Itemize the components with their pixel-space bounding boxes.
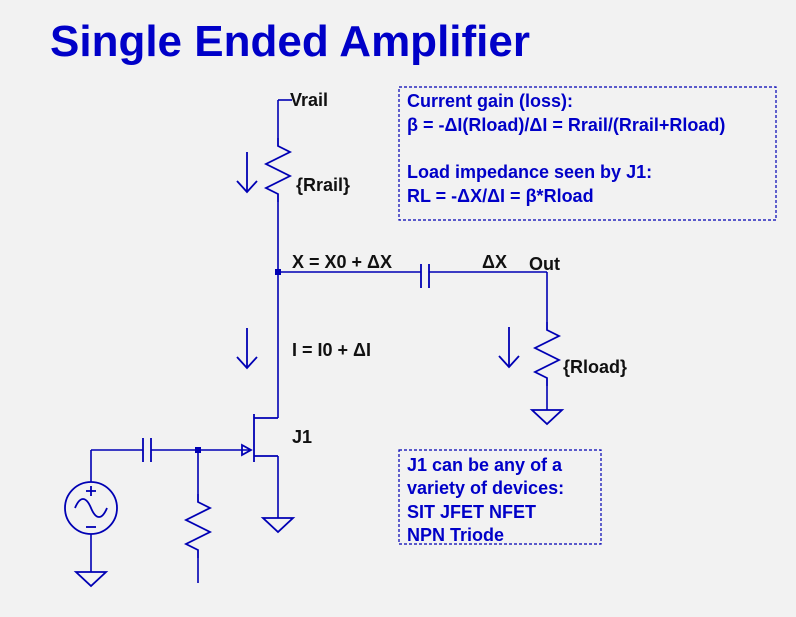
devices-note-line-4: NPN Triode: [407, 525, 504, 545]
drain-current-arrow: [236, 328, 258, 370]
j1-transistor-icon: [241, 414, 278, 462]
rload-ground-icon: [529, 409, 565, 426]
delta-x-label: ΔX: [482, 252, 507, 272]
gate-resistor: [183, 494, 213, 558]
gain-note-line-4: Load impedance seen by J1:: [407, 162, 652, 182]
rload-resistor: [532, 322, 562, 386]
gain-note-line-5: RL = -ΔX/ΔI = β*Rload: [407, 186, 594, 206]
rrail-resistor: [263, 138, 293, 202]
rrail-current-arrow: [236, 152, 258, 194]
current-label: I = I0 + ΔI: [292, 340, 371, 360]
node-x-label: X = X0 + ΔX: [292, 252, 392, 272]
j1-label: J1: [292, 427, 312, 447]
gain-note-line-2: β = -ΔI(Rload)/ΔI = Rrail/(Rrail+Rload): [407, 115, 725, 135]
vrail-label: Vrail: [290, 90, 328, 110]
gain-note-line-1: Current gain (loss):: [407, 91, 573, 111]
output-coupling-capacitor: [420, 264, 430, 288]
ac-ground-icon: [73, 571, 109, 588]
rload-label: {Rload}: [563, 357, 627, 377]
source-ground-icon: [260, 517, 296, 534]
page-title: Single Ended Amplifier: [50, 17, 530, 66]
input-coupling-capacitor: [142, 438, 152, 462]
devices-note-line-3: SIT JFET NFET: [407, 502, 536, 522]
devices-note-line-1: J1 can be any of a: [407, 455, 563, 475]
out-label: Out: [529, 254, 560, 274]
rrail-label: {Rrail}: [296, 175, 350, 195]
rload-current-arrow: [498, 327, 520, 369]
devices-note-box: [398, 449, 602, 545]
devices-note-line-2: variety of devices:: [407, 478, 564, 498]
vrail-net: [277, 99, 292, 138]
ac-source-icon: [64, 481, 118, 535]
